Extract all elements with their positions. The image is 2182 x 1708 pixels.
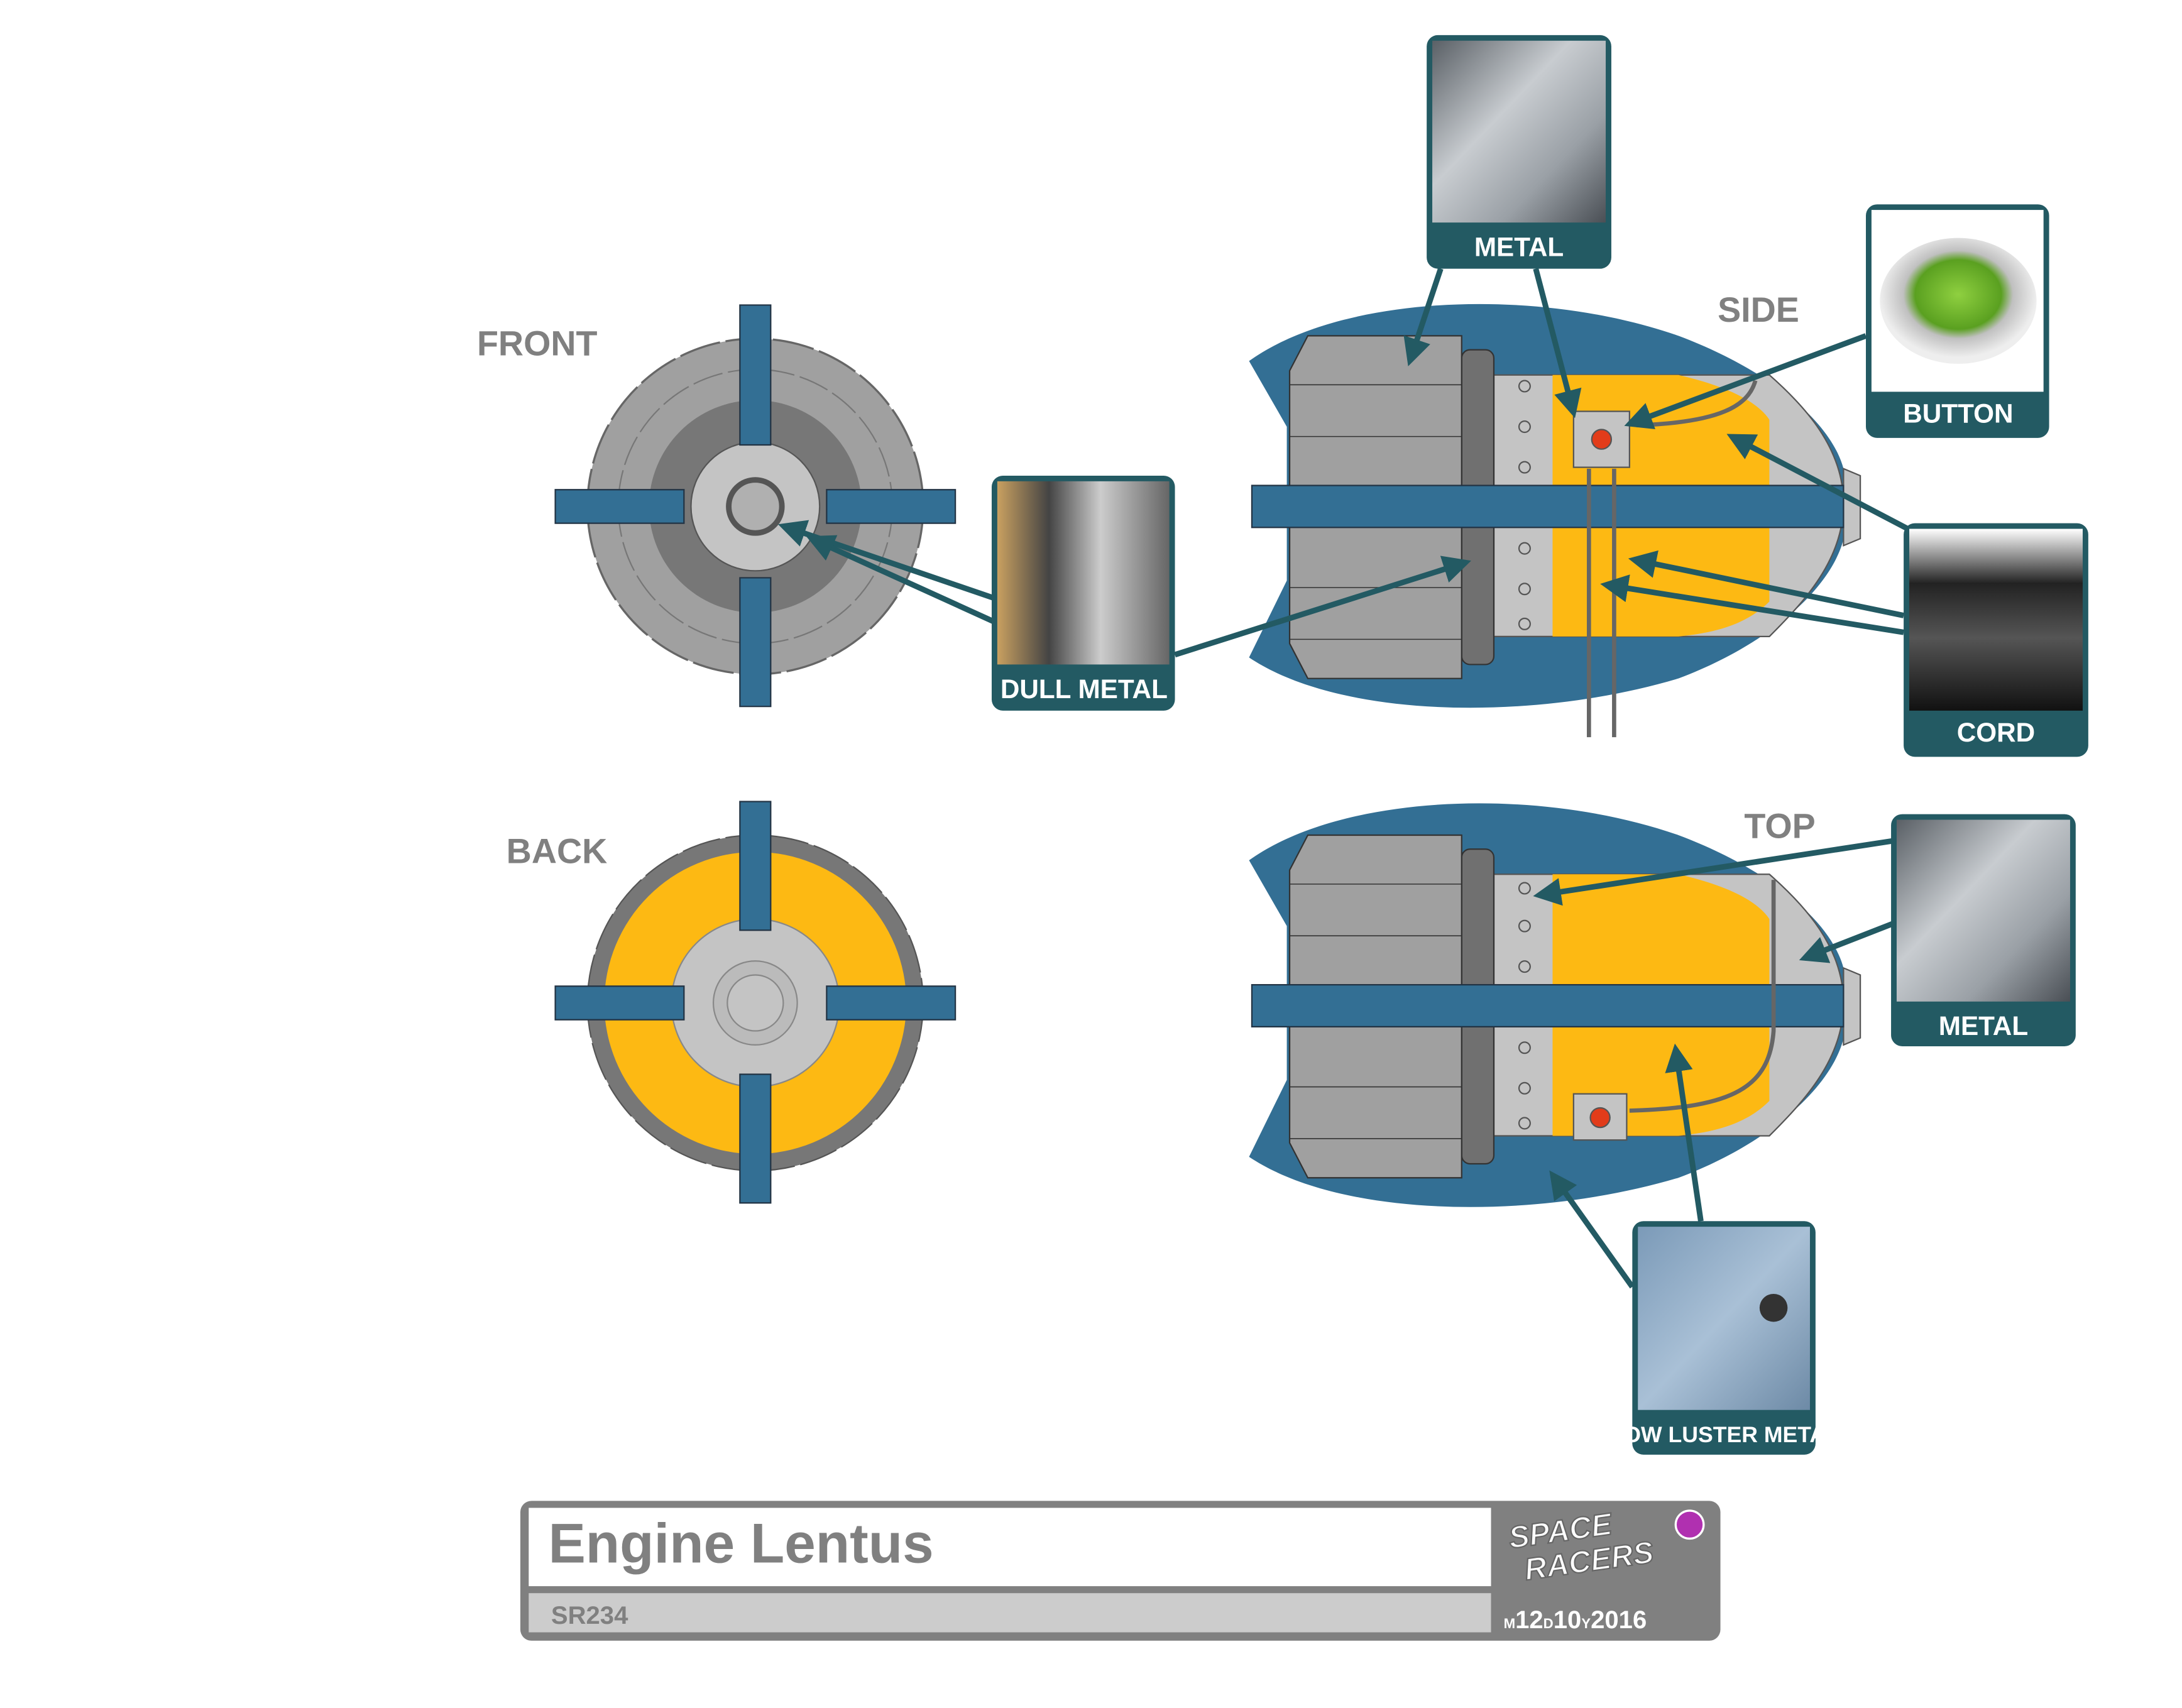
callout-label: METAL (1939, 1011, 2028, 1041)
callout-metal-right: METAL (1891, 814, 2076, 1047)
callout-label: DULL METAL (1001, 674, 1168, 704)
callout-button: BUTTON (1866, 204, 2049, 438)
top-view (1249, 803, 1861, 1207)
callout-cord: CORD (1904, 523, 2088, 757)
callout-arrows (777, 268, 1909, 1289)
back-view-label: BACK (507, 831, 608, 870)
cord-photo (1909, 528, 2083, 711)
drawing-title: Engine Lentus (548, 1511, 933, 1574)
red-button-icon (1591, 429, 1613, 450)
callout-label: LOW LUSTER METAL (1610, 1422, 1839, 1447)
top-view-label: TOP (1744, 806, 1815, 845)
status-dot (1674, 1509, 1705, 1540)
callout-low-luster-metal: LOW LUSTER METAL (1610, 1221, 1839, 1455)
low-luster-photo (1638, 1227, 1810, 1410)
drawing-code: SR234 (551, 1602, 628, 1629)
back-view (554, 801, 957, 1204)
side-view (1249, 304, 1861, 738)
metal-photo (1432, 40, 1606, 223)
callout-label: BUTTON (1903, 398, 2013, 428)
dull-metal-photo (997, 481, 1170, 665)
callout-metal-top: METAL (1427, 35, 1611, 269)
callout-label: CORD (1957, 718, 2035, 747)
front-view (554, 304, 957, 708)
metal-photo (1896, 819, 2070, 1002)
callout-dull-metal: DULL METAL (991, 475, 1175, 711)
callout-label: METAL (1474, 233, 1564, 262)
drawing-date: M12D10Y2016 (1504, 1606, 1647, 1634)
side-view-label: SIDE (1718, 290, 1799, 329)
front-view-label: FRONT (477, 324, 598, 363)
button-photo (1880, 238, 2037, 364)
title-block: Engine Lentus SR234 SPACE RACERS M12D10Y… (520, 1501, 1721, 1641)
